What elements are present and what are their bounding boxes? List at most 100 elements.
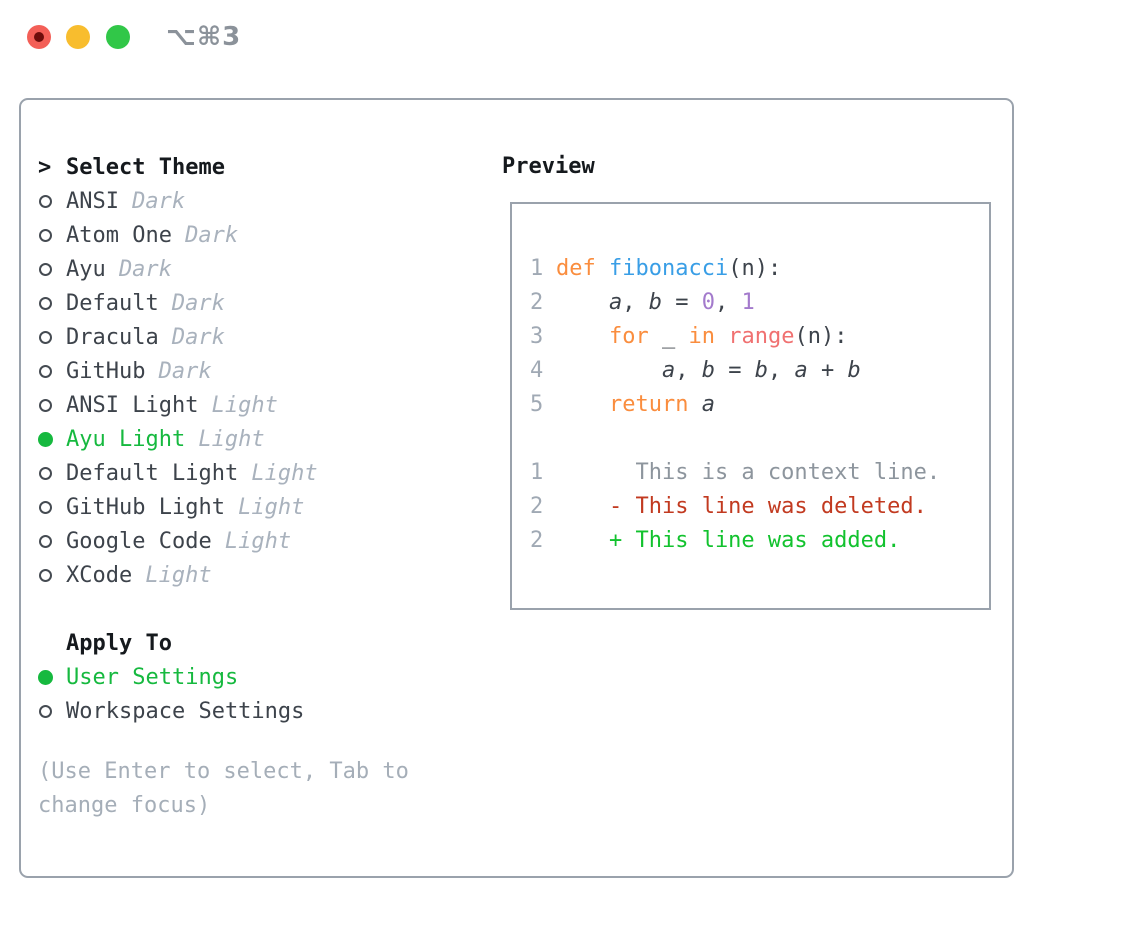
theme-variant-label: Dark xyxy=(171,324,225,350)
theme-variant-label: Dark xyxy=(118,256,172,282)
theme-option[interactable]: Google Code Light xyxy=(38,524,468,558)
select-theme-title: Select Theme xyxy=(66,154,225,180)
radio-unselected-icon xyxy=(39,194,52,208)
preview-line xyxy=(530,422,989,456)
apply-to-title: Apply To xyxy=(66,630,172,656)
preview-line: 2 a, b = 0, 1 xyxy=(530,286,989,320)
code-token: a xyxy=(701,392,715,417)
line-number: 4 xyxy=(530,358,544,383)
code-token: , xyxy=(767,358,795,383)
code-token: (n): xyxy=(794,324,848,349)
code-token: for xyxy=(608,324,649,349)
option-label: Default xyxy=(66,290,159,316)
close-button[interactable] xyxy=(27,25,51,49)
apply-to-option[interactable]: Workspace Settings xyxy=(38,694,468,728)
code-token: = xyxy=(714,358,755,383)
line-number: 2 xyxy=(530,290,544,315)
code-token xyxy=(556,324,609,349)
theme-variant-label: Dark xyxy=(132,188,186,214)
option-label: Workspace Settings xyxy=(66,698,305,724)
radio-unselected-icon xyxy=(39,704,52,718)
theme-variant-label: Light xyxy=(224,528,292,554)
preview-line: 1 This is a context line. xyxy=(530,456,989,490)
code-token: b xyxy=(754,358,768,383)
maximize-button[interactable] xyxy=(106,25,130,49)
theme-variant-label: Dark xyxy=(185,222,239,248)
code-token: 1 xyxy=(741,290,755,315)
code-token: in xyxy=(688,324,715,349)
theme-variant-label: Dark xyxy=(158,358,212,384)
option-label: Ayu xyxy=(66,256,106,282)
radio-unselected-icon xyxy=(39,364,52,378)
theme-variant-label: Dark xyxy=(171,290,225,316)
code-token: (n): xyxy=(728,256,782,281)
code-token: b xyxy=(701,358,715,383)
option-label: GitHub Light xyxy=(66,494,225,520)
radio-unselected-icon xyxy=(39,330,52,344)
apply-to-header: Apply To xyxy=(38,626,468,660)
radio-unselected-icon xyxy=(39,534,52,548)
radio-unselected-icon xyxy=(39,228,52,242)
code-token xyxy=(556,290,609,315)
theme-variant-label: Light xyxy=(211,392,278,418)
code-token xyxy=(556,358,662,383)
theme-option[interactable]: Default Dark xyxy=(38,286,468,320)
code-token: _ xyxy=(648,324,689,349)
window-shortcut-label: ⌥⌘3 xyxy=(166,22,242,52)
preview-title: Preview xyxy=(502,154,595,179)
window-titlebar: ⌥⌘3 xyxy=(0,0,1140,70)
line-number: 1 xyxy=(530,460,544,485)
code-token: This is a context line. xyxy=(556,460,941,485)
preview-line: 5 return a xyxy=(530,388,989,422)
prompt-caret-icon: > xyxy=(38,154,52,180)
option-label: User Settings xyxy=(66,664,239,690)
theme-variant-label: Light xyxy=(238,494,305,520)
line-number: 3 xyxy=(530,324,544,349)
theme-option[interactable]: Ayu Dark xyxy=(38,252,468,286)
radio-selected-icon xyxy=(38,669,53,685)
code-token: + xyxy=(807,358,848,383)
code-token: a xyxy=(661,358,676,383)
code-token: a xyxy=(608,290,623,315)
code-token: - This line was deleted. xyxy=(556,494,927,519)
minimize-button[interactable] xyxy=(66,25,90,49)
preview-line: 2 - This line was deleted. xyxy=(530,490,989,524)
option-label: Google Code xyxy=(66,528,212,554)
code-token: 0 xyxy=(701,290,715,315)
theme-option[interactable]: GitHub Light Light xyxy=(38,490,468,524)
apply-to-option[interactable]: User Settings xyxy=(38,660,468,694)
radio-selected-icon xyxy=(38,431,53,447)
option-label: Default Light xyxy=(66,460,239,486)
line-number: 2 xyxy=(530,494,544,519)
option-label: Ayu Light xyxy=(66,426,186,452)
preview-line: 3 for _ in range(n): xyxy=(530,320,989,354)
close-dot-icon xyxy=(34,32,44,42)
usage-hint: (Use Enter to select, Tab to change focu… xyxy=(38,759,409,818)
line-number: 5 xyxy=(530,392,544,417)
theme-option[interactable]: GitHub Dark xyxy=(38,354,468,388)
code-token: = xyxy=(661,290,702,315)
radio-unselected-icon xyxy=(39,500,52,514)
radio-unselected-icon xyxy=(39,466,52,480)
code-token: def xyxy=(556,256,609,281)
option-label: GitHub xyxy=(66,358,146,384)
radio-unselected-icon xyxy=(39,398,52,412)
line-number: 2 xyxy=(530,528,544,553)
code-token: , xyxy=(714,290,742,315)
code-token: a xyxy=(794,358,808,383)
option-label: XCode xyxy=(66,562,133,588)
radio-unselected-icon xyxy=(39,296,52,310)
